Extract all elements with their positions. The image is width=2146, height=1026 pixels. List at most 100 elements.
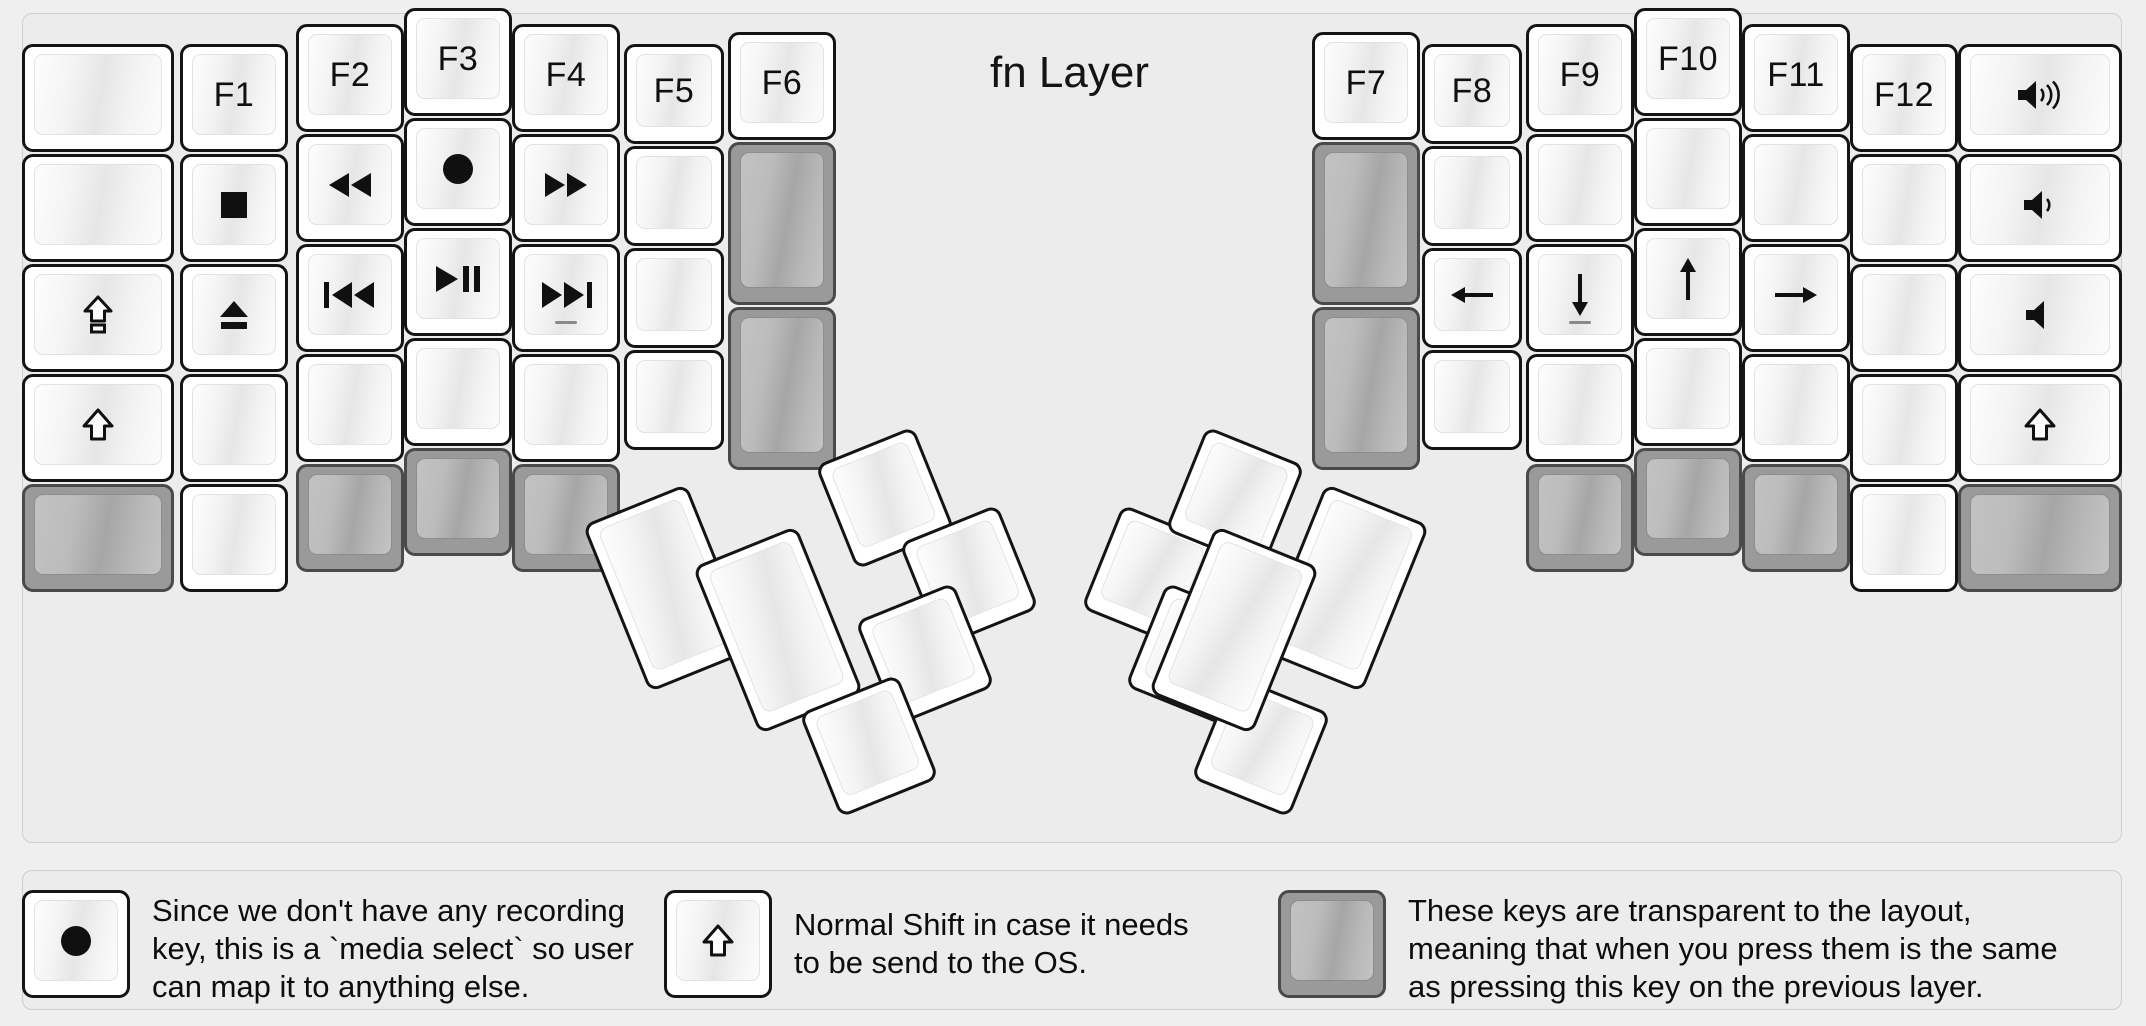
key-left-col-pinky-r3[interactable] — [180, 374, 288, 482]
keycap-top — [34, 384, 162, 465]
keycap-top: F4 — [524, 34, 608, 115]
key-left-col-index-r1[interactable] — [512, 134, 620, 242]
keycap-top — [524, 254, 608, 335]
keycap-top: F5 — [636, 54, 712, 127]
legend-text-2: These keys are transparent to the layout… — [1408, 893, 2058, 1004]
key-right-col-pinky-r2[interactable] — [1850, 264, 1958, 372]
keycap-top — [1754, 364, 1838, 445]
keycap-top — [813, 687, 922, 798]
keycap-top — [1862, 384, 1946, 465]
key-left-col-inner-r1[interactable] — [624, 146, 724, 246]
keycap-top — [1970, 54, 2110, 135]
key-right-col-pinky-outer-r4[interactable] — [1958, 484, 2122, 592]
key-right-col-middle-r1[interactable] — [1634, 118, 1742, 226]
key-right-col-middle-r0[interactable]: F10 — [1634, 8, 1742, 116]
keycap-label: F11 — [1767, 55, 1825, 94]
keycap-top — [34, 274, 162, 355]
key-right-col-extra-r1[interactable] — [1312, 142, 1420, 305]
keycap-top — [416, 238, 500, 319]
keycap-top — [416, 128, 500, 209]
keycap-top — [1434, 156, 1510, 229]
key-right-col-pinky-r3[interactable] — [1850, 374, 1958, 482]
key-right-col-middle-r2[interactable] — [1634, 228, 1742, 336]
key-right-col-pinky-outer-r2[interactable] — [1958, 264, 2122, 372]
key-left-col-pinky-outer-r3[interactable] — [22, 374, 174, 482]
key-right-col-middle-r4[interactable] — [1634, 448, 1742, 556]
keycap-top — [1754, 474, 1838, 555]
key-left-col-pinky-r1[interactable] — [180, 154, 288, 262]
key-right-col-ring-r2[interactable] — [1742, 244, 1850, 352]
key-left-col-middle-r4[interactable] — [404, 448, 512, 556]
key-right-col-pinky-outer-r1[interactable] — [1958, 154, 2122, 262]
key-left-col-pinky-outer-r0[interactable] — [22, 44, 174, 152]
key-left-col-ring-r1[interactable] — [296, 134, 404, 242]
key-left-col-extra-r2[interactable] — [728, 307, 836, 470]
keycap-top — [1434, 258, 1510, 331]
key-right-col-inner-r0[interactable]: F8 — [1422, 44, 1522, 144]
key-left-col-extra-r1[interactable] — [728, 142, 836, 305]
keycap-top: F6 — [740, 42, 824, 123]
key-left-col-index-r0[interactable]: F4 — [512, 24, 620, 132]
keycap-top — [1754, 144, 1838, 225]
key-left-col-extra-r0[interactable]: F6 — [728, 32, 836, 140]
key-left-col-inner-r2[interactable] — [624, 248, 724, 348]
keycap-top — [1754, 254, 1838, 335]
key-right-col-pinky-r4[interactable] — [1850, 484, 1958, 592]
key-right-col-index-r3[interactable] — [1526, 354, 1634, 462]
fast-forward-icon — [543, 171, 589, 199]
key-right-col-index-r1[interactable] — [1526, 134, 1634, 242]
key-right-col-middle-r3[interactable] — [1634, 338, 1742, 446]
key-left-col-ring-r3[interactable] — [296, 354, 404, 462]
key-left-col-index-r2[interactable] — [512, 244, 620, 352]
key-left-col-pinky-outer-r2[interactable] — [22, 264, 174, 372]
keycap-top — [740, 152, 824, 288]
key-left-col-middle-r2[interactable] — [404, 228, 512, 336]
key-left-col-index-r3[interactable] — [512, 354, 620, 462]
key-right-col-pinky-outer-r3[interactable] — [1958, 374, 2122, 482]
keycap-top — [1646, 348, 1730, 429]
key-right-col-ring-r1[interactable] — [1742, 134, 1850, 242]
keycap-label: F3 — [437, 39, 479, 78]
key-right-col-index-r2[interactable] — [1526, 244, 1634, 352]
keycap-top: F7 — [1324, 42, 1408, 123]
key-left-col-pinky-outer-r1[interactable] — [22, 154, 174, 262]
keycap-top — [524, 364, 608, 445]
key-left-col-pinky-r2[interactable] — [180, 264, 288, 372]
key-right-col-pinky-r0[interactable]: F12 — [1850, 44, 1958, 152]
keycap-top: F12 — [1862, 54, 1946, 135]
keycap-label: F6 — [761, 63, 803, 102]
key-right-col-ring-r0[interactable]: F11 — [1742, 24, 1850, 132]
legend-item-2: These keys are transparent to the layout… — [1278, 890, 2058, 1005]
key-right-col-index-r0[interactable]: F9 — [1526, 24, 1634, 132]
key-right-col-index-r4[interactable] — [1526, 464, 1634, 572]
key-right-col-inner-r3[interactable] — [1422, 350, 1522, 450]
key-right-col-extra-r2[interactable] — [1312, 307, 1420, 470]
key-right-col-inner-r1[interactable] — [1422, 146, 1522, 246]
key-left-col-ring-r0[interactable]: F2 — [296, 24, 404, 132]
keycap-top — [676, 900, 760, 981]
key-left-col-pinky-r0[interactable]: F1 — [180, 44, 288, 152]
key-right-col-ring-r3[interactable] — [1742, 354, 1850, 462]
key-left-col-pinky-outer-r4[interactable] — [22, 484, 174, 592]
keycap-top: F2 — [308, 34, 392, 115]
key-right-col-ring-r4[interactable] — [1742, 464, 1850, 572]
key-right-col-extra-r0[interactable]: F7 — [1312, 32, 1420, 140]
keycap-top — [416, 348, 500, 429]
rewind-icon — [327, 171, 373, 199]
keycap-top — [416, 458, 500, 539]
key-left-col-inner-r0[interactable]: F5 — [624, 44, 724, 144]
key-right-col-inner-r2[interactable] — [1422, 248, 1522, 348]
keycap-label: F10 — [1657, 39, 1719, 78]
key-left-col-middle-r1[interactable] — [404, 118, 512, 226]
key-left-col-pinky-r4[interactable] — [180, 484, 288, 592]
key-right-col-pinky-outer-r0[interactable] — [1958, 44, 2122, 152]
key-left-col-middle-r0[interactable]: F3 — [404, 8, 512, 116]
key-left-col-ring-r4[interactable] — [296, 464, 404, 572]
record-dot-icon — [60, 925, 92, 957]
key-right-col-pinky-r1[interactable] — [1850, 154, 1958, 262]
key-left-col-inner-r3[interactable] — [624, 350, 724, 450]
keycap-top — [1538, 474, 1622, 555]
key-left-col-middle-r3[interactable] — [404, 338, 512, 446]
arrow-left-icon — [1449, 282, 1495, 308]
key-left-col-ring-r2[interactable] — [296, 244, 404, 352]
